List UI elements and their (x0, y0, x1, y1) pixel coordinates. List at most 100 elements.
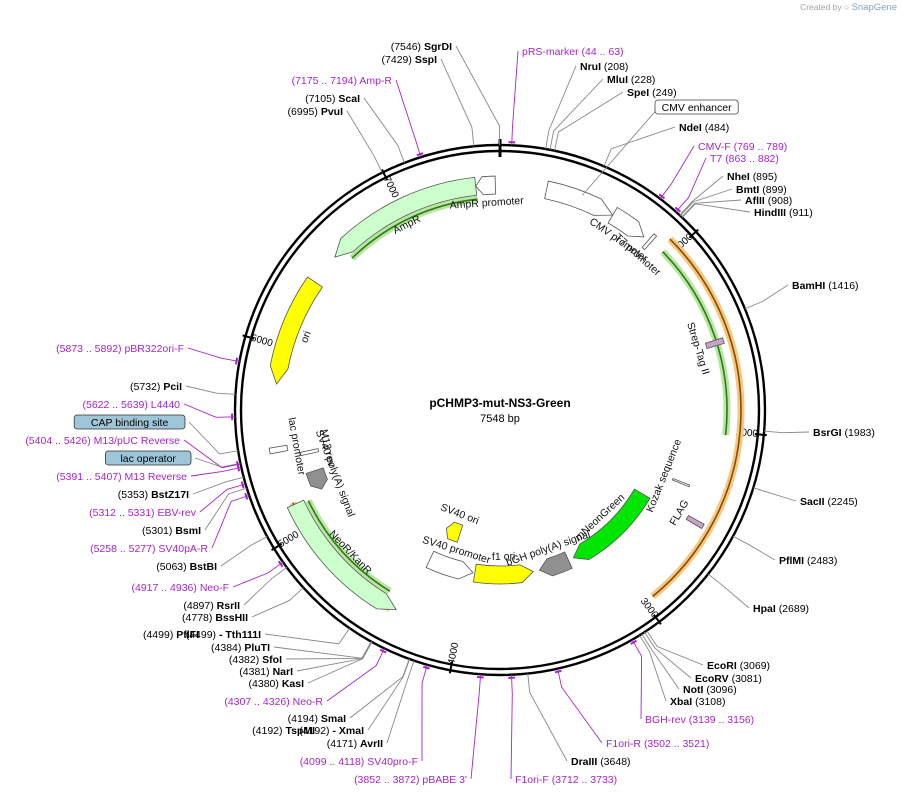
leader-line (183, 439, 241, 469)
feature-neor-kanr[interactable] (286, 499, 397, 611)
site-cmv-f[interactable]: CMV-F (769 .. 789) (698, 141, 787, 153)
site-cap-binding-site[interactable]: CAP binding site (91, 417, 169, 429)
feature-m13-rev[interactable] (299, 448, 320, 457)
site-position: (769 .. 789) (734, 141, 788, 153)
site-tspmi[interactable]: (4192) TspMI (252, 725, 315, 737)
feature-t7-promoter[interactable] (641, 233, 658, 251)
site-bstz17i[interactable]: (5353) BstZ17I (118, 489, 189, 501)
site-spei[interactable]: SpeI (249) (627, 87, 677, 99)
site-f1ori-r[interactable]: F1ori-R (3502 .. 3521) (606, 738, 709, 750)
site-name: F1ori-R (606, 738, 641, 750)
site-sgrdi[interactable]: (7546) SgrDI (391, 41, 452, 53)
feature-cmv-promoter[interactable] (607, 206, 645, 238)
feature-ampr-promoter[interactable] (475, 175, 496, 196)
site-pcii[interactable]: (5732) PciI (130, 381, 182, 393)
leader-line (639, 635, 667, 702)
site-name: M13/pUC Reverse (94, 435, 181, 447)
site-ebv-rev[interactable]: (5312 .. 5331) EBV-rev (89, 507, 197, 519)
site-pbabe-3[interactable]: (3852 .. 3872) pBABE 3' (354, 774, 467, 786)
site-nrui[interactable]: NruI (208) (580, 61, 628, 73)
site-nhei[interactable]: NheI (895) (727, 171, 777, 183)
site-m13-reverse[interactable]: (5391 .. 5407) M13 Reverse (56, 471, 187, 483)
site-bmti[interactable]: BmtI (899) (736, 184, 787, 196)
site-f1ori-f[interactable]: F1ori-F (3712 .. 3733) (515, 774, 617, 786)
plasmid-name: pCHMP3-mut-NS3-Green (429, 396, 570, 410)
backbone-ring (233, 143, 767, 677)
site-bstbi[interactable]: (5063) BstBI (156, 561, 217, 573)
feature-sv40-ori[interactable] (445, 521, 464, 543)
site-bsmi[interactable]: (5301) BsmI (142, 525, 201, 537)
site-sv40pro-f[interactable]: (4099 .. 4118) SV40pro-F (300, 756, 418, 768)
feature-label-t7-promoter: T7 promoter (612, 232, 663, 279)
site-bsrgi[interactable]: BsrGI (1983) (813, 427, 875, 439)
site-name: EBV-rev (157, 507, 196, 519)
site-pluti[interactable]: (4384) PluTI (211, 642, 270, 654)
feature-f1-ori[interactable] (472, 563, 534, 585)
site-position: (5873 .. 5892) (56, 343, 121, 355)
site-neo-r[interactable]: (4307 .. 4326) Neo-R (224, 696, 323, 708)
site-pvui[interactable]: (6995) PvuI (288, 106, 344, 118)
feature-kozak-sequence[interactable] (671, 477, 691, 488)
feature-ori[interactable] (269, 276, 323, 385)
site-m13-puc-reverse[interactable]: (5404 .. 5426) M13/pUC Reverse (25, 435, 180, 447)
feature-cmv-enhancer[interactable] (544, 180, 614, 216)
leader-line (395, 79, 422, 158)
site-sv40pa-r[interactable]: (5258 .. 5277) SV40pA-R (90, 543, 208, 555)
site-avrii[interactable]: (4171) AvrII (327, 738, 383, 750)
site-lac-operator[interactable]: lac operator (120, 453, 176, 465)
site-t7[interactable]: T7 (863 .. 882) (710, 153, 779, 165)
site-neo-f[interactable]: (4917 .. 4936) Neo-F (132, 582, 230, 594)
site-aflii[interactable]: AflII (908) (745, 195, 792, 207)
site-bamhi[interactable]: BamHI (1416) (792, 280, 859, 292)
snapgene-credit: Created by ○ SnapGene (800, 2, 897, 13)
site-position: (5732) (130, 381, 160, 393)
site-hpai[interactable]: HpaI (2689) (753, 603, 809, 615)
feature-strep-tag-ii[interactable] (704, 337, 725, 349)
boxed-label-cmv-enhancer[interactable]: CMV enhancer (662, 102, 733, 114)
site-hindiii[interactable]: HindIII (911) (754, 207, 813, 219)
site-ecori[interactable]: EcoRI (3069) (707, 660, 770, 672)
feature-bgh-poly-a-signal[interactable] (538, 551, 573, 577)
site-position: (911) (789, 207, 813, 219)
site-mlui[interactable]: MluI (228) (607, 74, 655, 86)
site-pflmi[interactable]: PflMI (2483) (779, 555, 837, 567)
site-bgh-rev[interactable]: BGH-rev (3139 .. 3156) (645, 714, 754, 726)
primer-mark (235, 461, 240, 468)
site-position: (2483) (807, 555, 837, 567)
site-tth111i[interactable]: (4499) - Tth111I (186, 629, 261, 641)
feature-lac-promoter[interactable] (268, 444, 289, 455)
site-smai[interactable]: (4194) SmaI (288, 713, 346, 725)
site-pbr322ori-f[interactable]: (5873 .. 5892) pBR322ori-F (56, 343, 184, 355)
site-kasi[interactable]: (4380) KasI (249, 678, 305, 690)
site-position: (2689) (779, 603, 809, 615)
site-ndei[interactable]: NdeI (484) (679, 122, 729, 134)
site-amp-r[interactable]: (7175 .. 7194) Amp-R (292, 75, 393, 87)
site-rsrii[interactable]: (4897) RsrII (183, 600, 240, 612)
site-sspi[interactable]: (7429) SspI (382, 54, 438, 66)
site-l4440[interactable]: (5622 .. 5639) L4440 (82, 399, 180, 411)
site-sfoi[interactable]: (4382) SfoI (229, 654, 282, 666)
site-position: (2245) (827, 496, 857, 508)
site-xbai[interactable]: XbaI (3108) (670, 696, 725, 708)
primer-mark (630, 639, 638, 645)
feature-flag[interactable] (685, 514, 705, 530)
site-xmai[interactable]: (4192) - XmaI (299, 725, 364, 737)
site-nari[interactable]: (4381) NarI (239, 666, 293, 678)
site-pflfi[interactable]: (4499) PflFI (143, 629, 199, 641)
leader-line (470, 674, 482, 780)
site-ecorv[interactable]: EcoRV (3081) (695, 673, 762, 685)
leader-line (211, 494, 250, 549)
feature-sv40-promoter[interactable] (425, 550, 474, 580)
feature-sv40-poly-a-signal[interactable] (305, 467, 328, 490)
site-noti[interactable]: NotI (3096) (683, 684, 737, 696)
site-prs-marker[interactable]: pRS-marker (44 .. 63) (522, 46, 624, 58)
site-bsshii[interactable]: (4778) BssHII (182, 612, 248, 624)
site-position: (5391 .. 5407) (56, 471, 121, 483)
leader-line (183, 403, 236, 418)
site-scai[interactable]: (7105) ScaI (305, 93, 360, 105)
site-name: BstBI (190, 561, 218, 573)
site-draiii[interactable]: DraIII (3648) (571, 756, 631, 768)
orf-arc-core (662, 251, 728, 436)
site-sacii[interactable]: SacII (2245) (800, 496, 858, 508)
feature-mneongreen[interactable] (572, 488, 651, 560)
